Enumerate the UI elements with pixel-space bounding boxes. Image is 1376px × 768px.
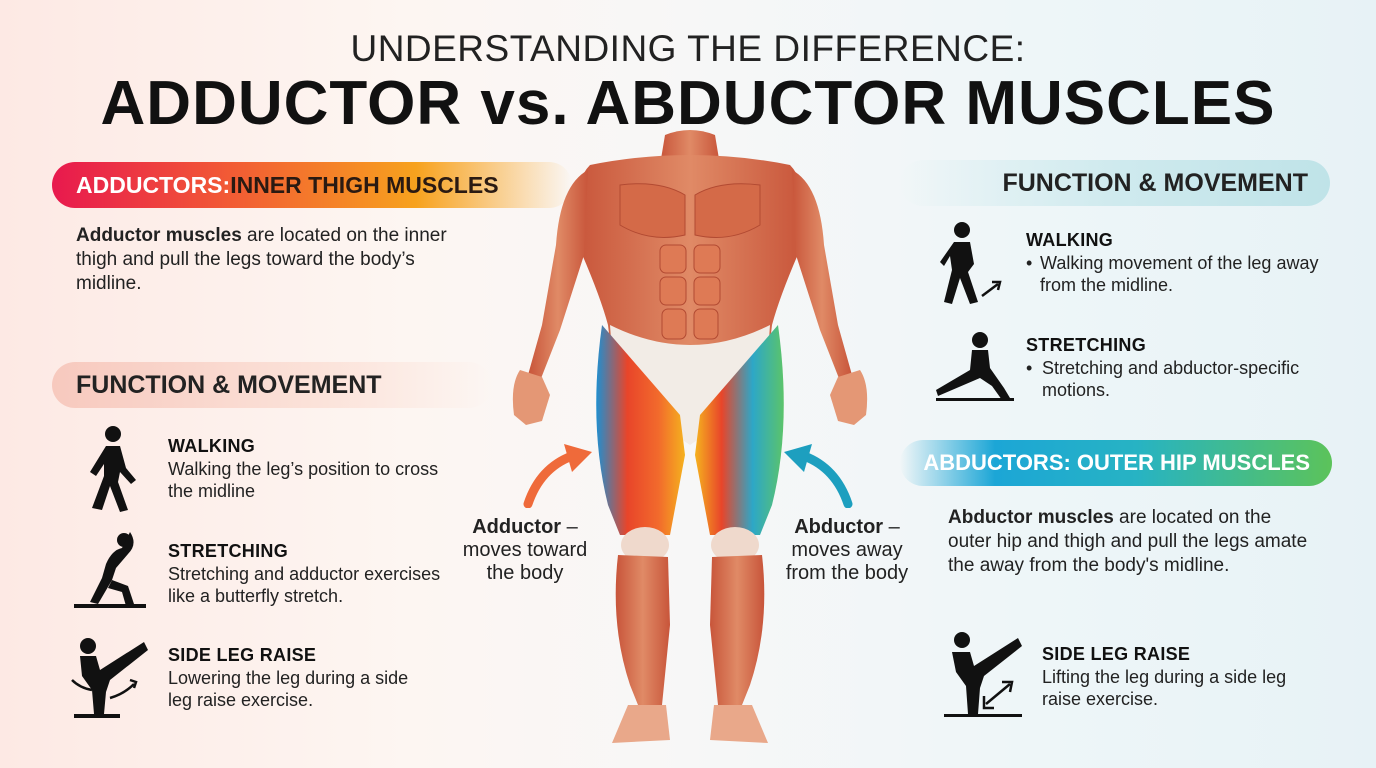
- abductor-label-bold: Abductor: [794, 516, 884, 538]
- left-item-1-text: Walking the leg’s position to cross the …: [168, 459, 439, 501]
- abductors-banner: ABDUCTORS: OUTER HIP MUSCLES: [900, 440, 1332, 486]
- right-item-2-text: • Stretching and abductor-specific motion…: [1026, 357, 1346, 401]
- abductors-description: Abductor muscles are located on the oute…: [948, 506, 1318, 578]
- adductors-banner-rest: INNER THIGH MUSCLES: [230, 171, 499, 198]
- adductors-desc-bold: Adductor muscles: [76, 225, 242, 246]
- right-item-3-title: SIDE LEG RAISE: [1042, 644, 1191, 664]
- left-item-3-title: SIDE LEG RAISE: [168, 645, 317, 665]
- muscle-anatomy-illustration: [512, 130, 868, 743]
- abductor-label-rest: moves away from the body: [785, 539, 909, 584]
- right-item-1-title: WALKING: [1026, 230, 1114, 250]
- adductor-label: Adductor – moves toward the body: [450, 516, 600, 585]
- adductor-arrow-icon: [523, 444, 592, 508]
- abductors-desc-bold: Abductor muscles: [948, 507, 1114, 528]
- page-title: ADDUCTOR vs. ABDUCTOR MUSCLES: [100, 69, 1276, 138]
- adductors-banner: ADDUCTORS: INNER THIGH MUSCLES: [52, 162, 572, 208]
- right-item-1-text: • Walking movement of the leg away from t…: [1026, 252, 1326, 296]
- bullet-dot: •: [1026, 358, 1033, 378]
- adductors-banner-prefix: ADDUCTORS:: [76, 171, 231, 198]
- abductor-label: Abductor – moves away from the body: [772, 516, 922, 585]
- function-heading-right-text: FUNCTION & MOVEMENT: [1002, 168, 1308, 197]
- adductor-label-bold: Adductor: [472, 516, 562, 538]
- bullet-dot: •: [1026, 253, 1033, 273]
- abductors-desc-rest: are located on the outer hip and thigh a…: [948, 507, 1308, 576]
- adductors-description: Adductor muscles are located on the inne…: [76, 224, 456, 296]
- side-leg-raise-icon: [71, 638, 148, 718]
- adductors-desc-rest: are located on the inner thigh and pull …: [76, 225, 447, 294]
- side-lunge-icon: [936, 332, 1014, 401]
- function-heading-left: FUNCTION & MOVEMENT: [52, 362, 492, 408]
- adductor-label-rest: moves toward the body: [462, 539, 588, 584]
- right-item-3-text: Lifting the leg during a side leg raise …: [1042, 667, 1287, 709]
- abductors-banner-text: ABDUCTORS: OUTER HIP MUSCLES: [923, 450, 1310, 475]
- function-heading-right: FUNCTION & MOVEMENT: [900, 160, 1330, 206]
- right-item-1-text-body: Walking movement of the leg away from th…: [1040, 253, 1319, 295]
- left-item-1-title: WALKING: [168, 436, 256, 456]
- right-item-2-title: STRETCHING: [1026, 335, 1146, 355]
- abductor-label-dash: –: [883, 516, 900, 538]
- left-item-3-text: Lowering the leg during a side leg raise…: [168, 668, 409, 710]
- right-item-2-text-body: Stretching and abductor-specific motions…: [1042, 358, 1300, 400]
- walking-abduct-icon: [940, 222, 1002, 304]
- function-heading-left-text: FUNCTION & MOVEMENT: [76, 370, 382, 399]
- side-leg-raise-right-icon: [944, 632, 1022, 717]
- left-item-2-text: Stretching and adductor exercises like a…: [168, 564, 441, 606]
- abductor-arrow-icon: [784, 444, 853, 508]
- title-line-1: UNDERSTANDING THE DIFFERENCE:: [350, 28, 1026, 69]
- left-item-2-title: STRETCHING: [168, 541, 288, 561]
- lunge-stretch-icon: [74, 532, 146, 608]
- adductor-label-dash: –: [561, 516, 578, 538]
- walking-figure-icon: [90, 426, 136, 512]
